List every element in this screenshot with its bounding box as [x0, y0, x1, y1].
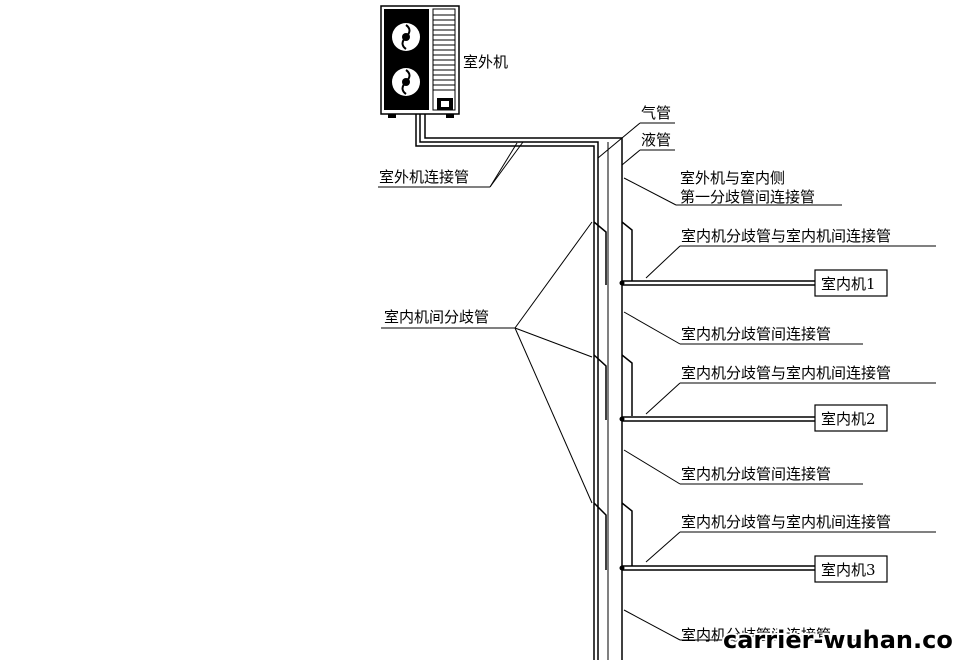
indoor-branch-leader-1: [514, 221, 593, 329]
branch-to-indoor-1-leader: [645, 245, 681, 279]
liquid-branch-joint-2: [621, 354, 633, 416]
gas-branch-joints: [593, 221, 633, 570]
gas-pipe-inner: [419, 114, 599, 660]
gas-branch-joint-2: [593, 354, 607, 420]
liquid-pipe-label: 液管: [641, 131, 671, 149]
liquid-branch-joint-3: [621, 502, 633, 566]
indoor-unit-3-label: 室内机3: [821, 561, 876, 579]
between-branches-1-label: 室内机分歧管间连接管: [681, 325, 831, 343]
watermark-outline: carrier-wuhan.com: [723, 626, 954, 654]
indoor-unit-3: 室内机3: [814, 555, 888, 583]
between-branches-2-leader: [623, 449, 681, 485]
watermark: carrier-wuhan.com carrier-wuhan.com: [721, 624, 954, 656]
gas-leader: [597, 122, 641, 159]
between-branches-3-label: 室内机分歧管间连接管: [681, 626, 831, 644]
outdoor-to-branch-label-1: 室外机与室内侧: [680, 169, 785, 187]
outdoor-unit-foot: [388, 114, 396, 118]
branch-node-2: [619, 416, 625, 422]
outdoor-unit-foot: [446, 114, 454, 118]
branch-node-3: [619, 565, 625, 571]
between-branches-2-label: 室内机分歧管间连接管: [681, 465, 831, 483]
branch-to-indoor-2-label: 室内机分歧管与室内机间连接管: [681, 364, 891, 382]
outdoor-connecting-leader: [489, 142, 518, 188]
annotations: 气管 液管 室外机连接管 室外机与室内侧 第一分歧管间连接管 室内机间分歧管 室…: [378, 104, 936, 644]
gas-pipe-label: 气管: [641, 104, 671, 122]
branch-to-indoor-3-leader: [645, 531, 681, 563]
liquid-pipe: [424, 114, 623, 660]
main-pipes: [415, 114, 623, 660]
outdoor-unit-label: 室外机: [463, 53, 508, 71]
between-branches-1-leader: [623, 311, 681, 345]
outdoor-to-branch-label-2: 第一分歧管间连接管: [680, 188, 815, 206]
branch-to-indoor-2-leader: [645, 382, 681, 415]
liquid-branch-joint-1: [621, 221, 633, 281]
branch-to-indoor-3-label: 室内机分歧管与室内机间连接管: [681, 513, 891, 531]
indoor-branch-leader-3: [514, 327, 593, 504]
branch-node-1: [619, 280, 625, 286]
indoor-branch-label: 室内机间分歧管: [384, 308, 489, 326]
outdoor-unit: 室外机: [380, 5, 508, 118]
watermark-text: carrier-wuhan.com: [723, 626, 954, 654]
indoor-unit-1: 室内机1: [814, 269, 888, 297]
indoor-unit-2-box: [814, 404, 888, 432]
outdoor-to-branch-leader: [623, 177, 677, 206]
between-branches-3-leader: [623, 609, 681, 641]
indoor-unit-1-label: 室内机1: [821, 275, 876, 293]
liquid-leader: [621, 149, 641, 166]
indoor-branch-leader-2: [514, 327, 593, 358]
gas-pipe-outer: [415, 114, 595, 660]
gas-branch-joint-3: [593, 502, 607, 570]
outdoor-connecting-label: 室外机连接管: [379, 168, 469, 186]
branch-to-indoor-1-label: 室内机分歧管与室内机间连接管: [681, 227, 891, 245]
indoor-unit-1-box: [814, 269, 888, 297]
gas-branch-joint-1: [593, 221, 607, 285]
indoor-unit-2-label: 室内机2: [821, 410, 876, 428]
indoor-unit-2: 室内机2: [814, 404, 888, 432]
indoor-unit-3-box: [814, 555, 888, 583]
indoor-branch-pipes: [619, 280, 815, 571]
